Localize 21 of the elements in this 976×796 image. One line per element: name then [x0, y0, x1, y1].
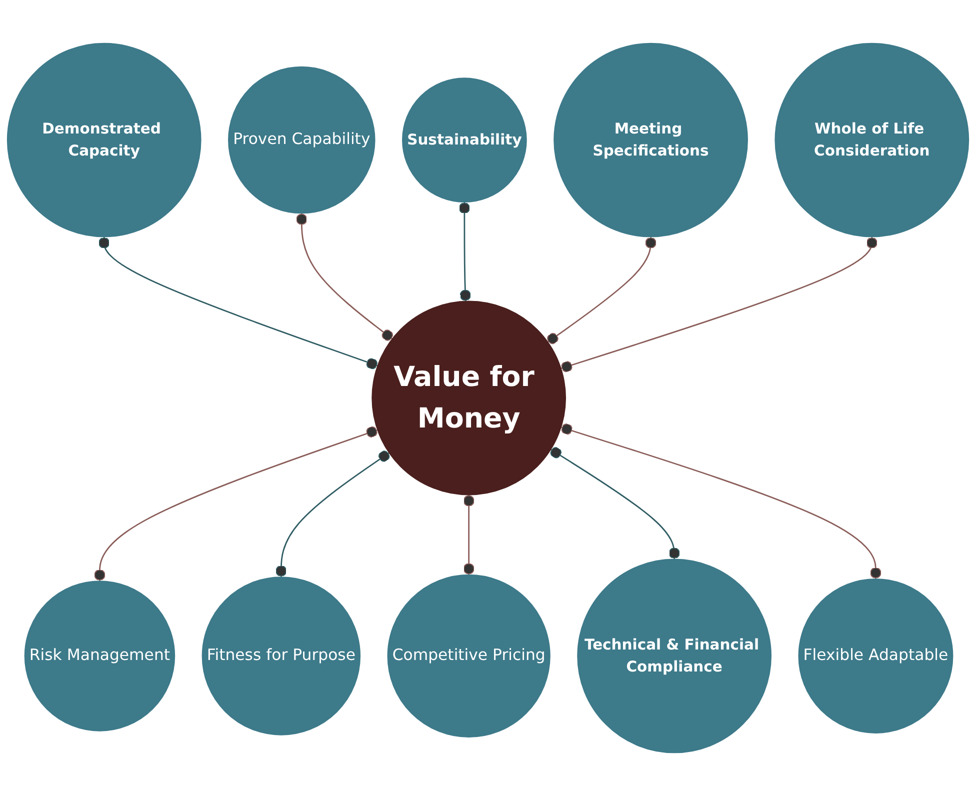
connector — [550, 447, 680, 560]
node-circle: Whole of Life Consideration — [774, 42, 970, 238]
node-circle: Flexible Adaptable — [798, 578, 954, 734]
node-circle: Technical & Financial Compliance — [577, 558, 772, 754]
connector — [296, 213, 393, 341]
connector — [463, 494, 474, 575]
node-circle: Meeting Specifications — [554, 42, 748, 238]
node-circle: Demonstrated Capacity — [6, 42, 202, 238]
connector — [94, 426, 378, 582]
connector — [458, 202, 471, 302]
connector — [276, 450, 390, 578]
connector — [560, 424, 882, 579]
connector — [547, 236, 656, 344]
node-circle: Risk Management — [24, 580, 176, 732]
node-circle: Competitive Pricing — [387, 574, 550, 738]
node-circle: Proven Capability — [228, 66, 376, 214]
node-circle: Value for Money — [372, 300, 566, 496]
connector — [560, 236, 878, 372]
node-circle: Fitness for Purpose — [202, 576, 361, 736]
connector — [98, 236, 378, 370]
node-circle: Sustainability — [402, 78, 527, 202]
